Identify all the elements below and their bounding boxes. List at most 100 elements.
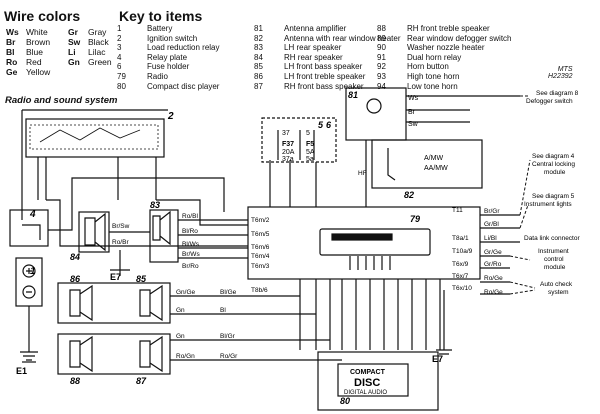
label-5: 5: [318, 120, 324, 130]
note-dlc: Data link connector: [524, 235, 580, 242]
label-roge: Ro/Ge: [484, 275, 503, 282]
legend-name-2: Gray: [88, 27, 107, 37]
label-blge: Bl/Ge: [220, 289, 237, 296]
label-brro: Br/Ro: [182, 263, 199, 270]
label-grbl: Gr/Bl: [484, 221, 499, 228]
label-amfm2: AA/MW: [424, 165, 448, 172]
key-item-number: 85: [254, 62, 263, 72]
legend-code-2: Gn: [68, 57, 80, 67]
key-item-number: 94: [377, 81, 386, 91]
label-blws: Bl/Ws: [182, 241, 200, 248]
key-item-label: RH rear speaker: [284, 52, 343, 62]
legend-code: Ws: [6, 27, 19, 37]
legend-code-2: Li: [68, 47, 76, 57]
label-t11: T11: [452, 207, 463, 214]
label-roge-2: Ro/Ge: [484, 289, 503, 296]
label-c37a: 37a: [282, 156, 294, 163]
label-e7-right: E7: [432, 354, 443, 364]
key-item-label: Horn button: [407, 62, 449, 72]
key-item: 85 LH front bass speaker: [254, 62, 401, 72]
legend-name-2: Black: [88, 37, 109, 47]
key-item-number: 92: [377, 62, 386, 72]
key-item-label: Dual horn relay: [407, 52, 462, 62]
label-1: 1: [30, 266, 36, 277]
label-blro: Bl/Ro: [182, 228, 198, 235]
label-amfm: A/MW: [424, 155, 443, 162]
label-t6m5: T6m/5: [251, 231, 270, 238]
key-item-number: 91: [377, 52, 386, 62]
antenna-box: [371, 139, 483, 189]
key-item-number: 80: [117, 81, 126, 91]
legend-name: Blue: [26, 47, 44, 57]
system-title: Radio and sound system: [5, 95, 118, 106]
key-item-number: 83: [254, 43, 263, 53]
key-item-label: LH front treble speaker: [284, 71, 366, 81]
label-ws: Ws: [408, 95, 419, 102]
label-4: 4: [29, 209, 36, 220]
key-item-number: 82: [254, 33, 263, 43]
note-auto-2: system: [548, 289, 569, 296]
key-item-number: 86: [254, 71, 263, 81]
note-icm-3: module: [544, 264, 566, 271]
key-item-number: 90: [377, 43, 386, 53]
front-speakers-bottom: [57, 333, 171, 375]
legend-code: Ge: [6, 67, 18, 77]
label-t6m3: T6m/3: [251, 263, 270, 270]
label-blgr: Bl/Gr: [220, 333, 236, 340]
label-brgr: Br/Gr: [484, 208, 500, 215]
key-item-label: LH front bass speaker: [284, 62, 363, 72]
key-item-label: Load reduction relay: [147, 43, 220, 53]
label-rogr: Ro/Gr: [220, 353, 238, 360]
key-item-label: Fuse holder: [147, 62, 190, 72]
key-item: 6 Fuse holder: [117, 62, 220, 72]
key-item-label: Low tone horn: [407, 81, 458, 91]
label-t8b6: T8b/6: [251, 287, 268, 294]
wire-colors-title: Wire colors: [4, 8, 81, 24]
key-title: Key to items: [119, 8, 203, 24]
label-80: 80: [340, 396, 350, 406]
label-f5: F5: [306, 141, 314, 148]
label-gn: Gn: [176, 307, 185, 314]
key-item-label: Rear window defogger switch: [407, 33, 512, 43]
label-br: Br: [408, 109, 416, 116]
key-item-number: 89: [377, 33, 386, 43]
speaker-83-box: [149, 209, 179, 263]
key-item-label: High tone horn: [407, 71, 460, 81]
note-central-3: module: [544, 169, 566, 176]
key-item-label: RH front treble speaker: [407, 24, 490, 33]
cd-logo-3: DIGITAL AUDIO: [344, 390, 387, 396]
label-hf: HF: [358, 170, 367, 177]
mts-code: MTS H22392: [548, 66, 573, 80]
note-central: See diagram 4: [532, 153, 575, 160]
label-t6m6: T6m/6: [251, 244, 270, 251]
label-sw: Sw: [408, 121, 419, 128]
key-item-number: 6: [117, 62, 122, 72]
key-item-number: 81: [254, 24, 263, 33]
cd-logo-1: COMPACT: [350, 369, 386, 376]
key-item-label: Ignition switch: [147, 33, 198, 43]
key-item-label: RH front bass speaker: [284, 81, 364, 91]
label-88: 88: [70, 376, 80, 386]
note-instrument-2: Instrument lights: [524, 201, 572, 208]
key-item-number: 87: [254, 81, 263, 91]
label-86: 86: [70, 274, 81, 284]
label-gn-2: Gn: [176, 333, 185, 340]
label-grro: Gr/Ro: [484, 261, 502, 268]
key-item-number: 79: [117, 71, 126, 81]
ignition-switch-box: [25, 118, 165, 158]
legend-name-2: Lilac: [88, 47, 106, 57]
key-item: 89 Rear window defogger switch: [377, 34, 512, 44]
label-brsw: Br/Sw: [112, 223, 130, 230]
key-item-label: Battery: [147, 24, 173, 33]
